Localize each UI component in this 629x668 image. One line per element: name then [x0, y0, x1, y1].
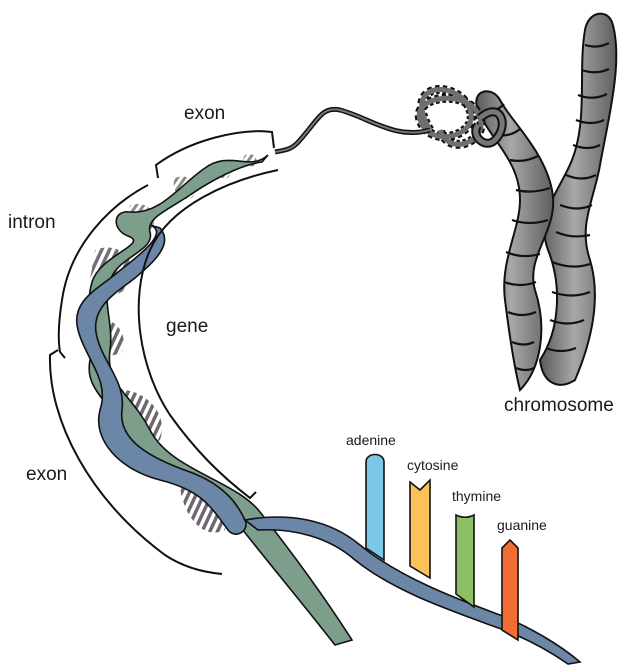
exon-top-label: exon [184, 103, 225, 125]
guanine-label: guanine [497, 517, 547, 533]
thymine-label: thymine [452, 488, 501, 504]
dna-strand-green [89, 155, 352, 645]
chromosome-label: chromosome [504, 395, 614, 417]
base-guanine [502, 540, 518, 640]
gene-label: gene [166, 316, 208, 338]
chromatin-coil [275, 90, 502, 152]
base-cytosine [410, 480, 430, 578]
base-adenine [366, 455, 384, 561]
chromosome [476, 14, 616, 390]
exon-bottom-label: exon [26, 464, 67, 486]
cytosine-label: cytosine [407, 457, 458, 473]
adenine-label: adenine [346, 432, 396, 448]
intron-label: intron [8, 212, 56, 234]
base-thymine [456, 515, 474, 607]
chromosome-right-arm [476, 91, 553, 390]
